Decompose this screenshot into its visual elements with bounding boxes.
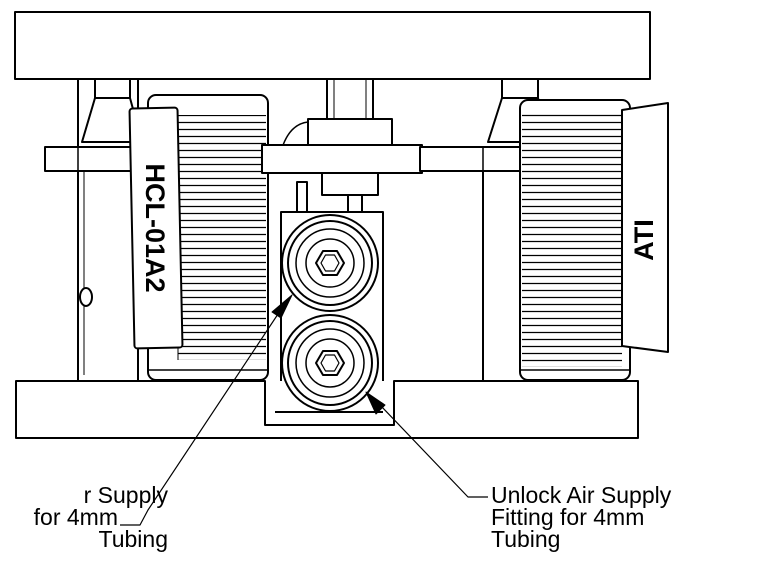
left-part-number: HCL-01A2 (140, 163, 170, 292)
left-label-plate (128, 106, 184, 350)
unlock-leader-arrow (365, 391, 386, 415)
right-brand: ATI (629, 219, 659, 261)
lock-leader-arrow (271, 294, 293, 319)
left-body-hole (79, 287, 93, 307)
right-label-plate (621, 102, 669, 353)
top-plate (14, 11, 651, 80)
lock-callout-line1: r Supply (83, 482, 168, 508)
unlock-air-fitting (281, 314, 379, 412)
unlock-callout-line1: Unlock Air Supply (491, 482, 672, 508)
unlock-callout-line2: Fitting for 4mm (491, 504, 645, 530)
unlock-air-callout: Unlock Air Supply Fitting for 4mm Tubing (491, 482, 672, 552)
lock-air-fitting (281, 214, 379, 312)
unlock-leader-line (379, 404, 488, 498)
lock-air-callout: r Supply for 4mm Tubing (0, 482, 168, 552)
lock-callout-line3: Tubing (98, 526, 168, 552)
center-stem (326, 78, 374, 120)
center-bar (261, 144, 423, 174)
bottom-plate (15, 380, 639, 439)
lock-callout-line2: for 4mm (33, 504, 118, 530)
lock-leader-line (120, 304, 285, 526)
unlock-callout-line3: Tubing (491, 526, 561, 552)
